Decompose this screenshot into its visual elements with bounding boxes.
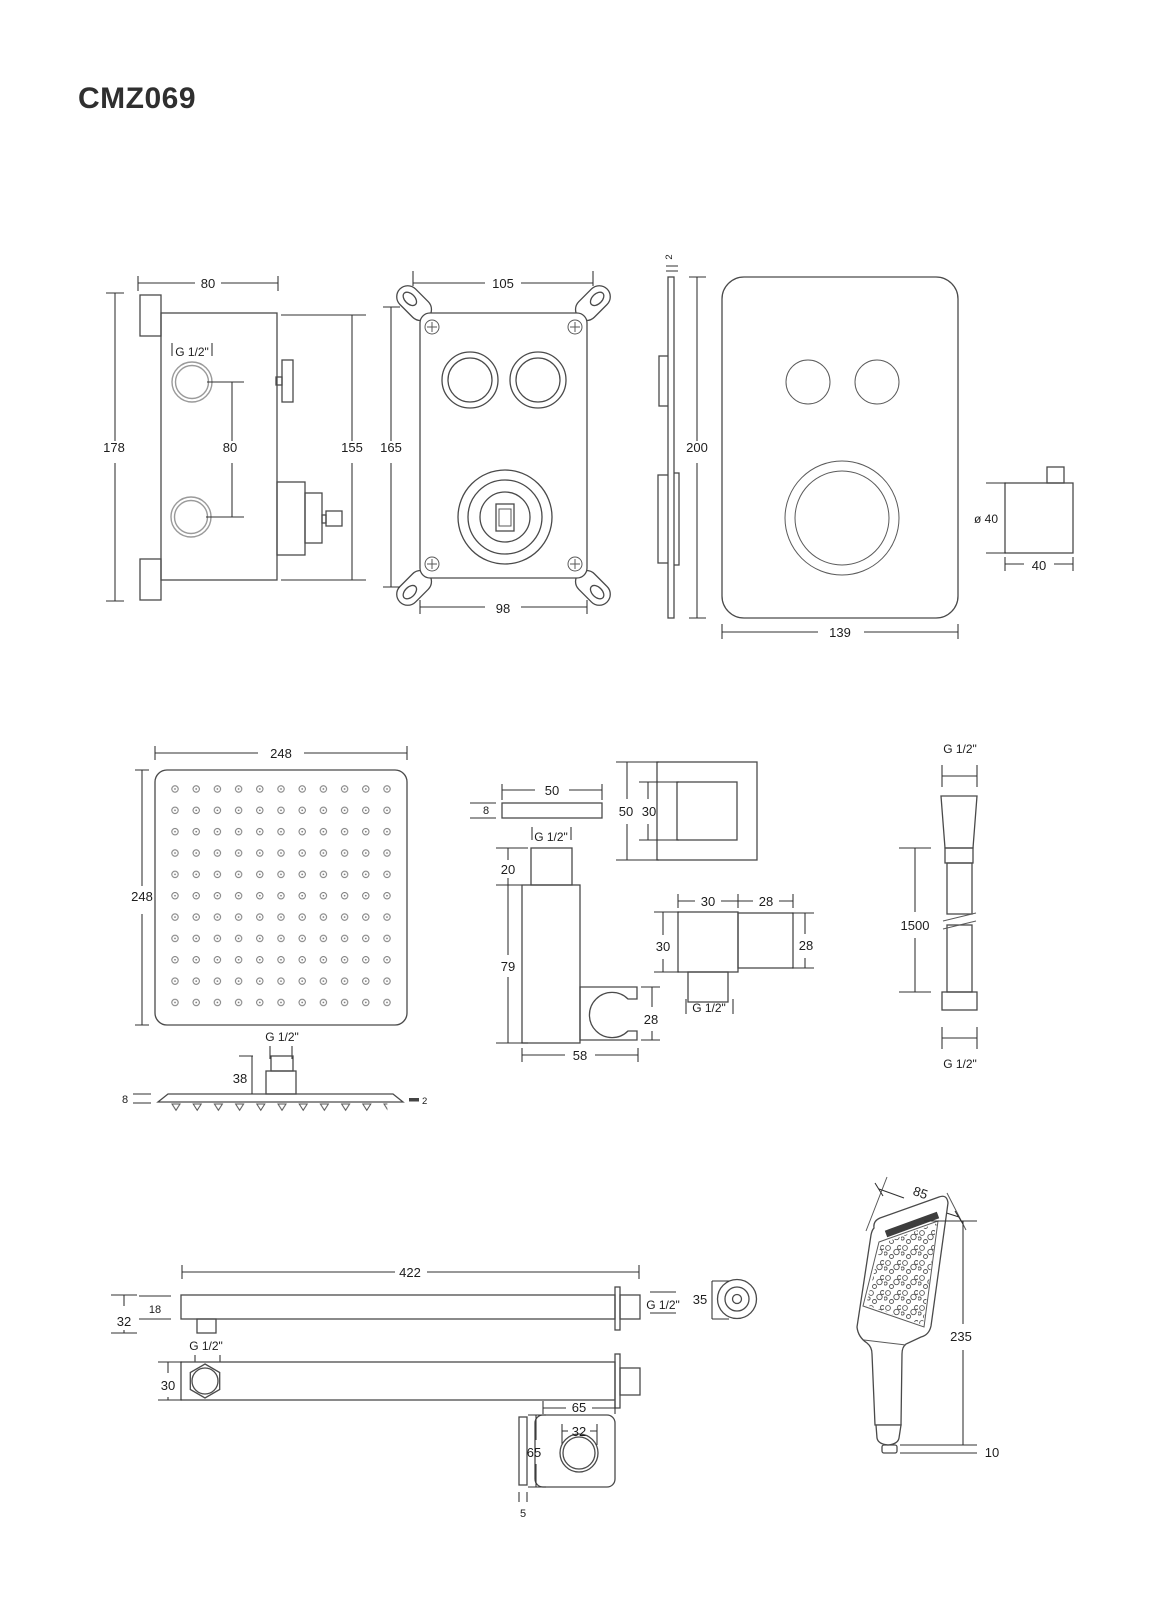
angle-elbow-view: 30 28 30 28 G 1/2" xyxy=(654,894,814,1015)
thread-label-hose-bottom: G 1/2" xyxy=(943,1057,977,1071)
thread-label-elbow: G 1/2" xyxy=(692,1001,726,1015)
dim-handshower-length: 235 xyxy=(950,1329,972,1344)
dim-mixer-width: 80 xyxy=(201,276,215,291)
shower-arm-end-view: 35 xyxy=(693,1278,758,1320)
shower-hose-view: G 1/2" 1500 G 1/2" xyxy=(899,742,978,1071)
dim-mixer-port-spacing: 80 xyxy=(223,440,237,455)
thread-label-mixer: G 1/2" xyxy=(175,345,209,359)
rainhead-face-view: 248 248 xyxy=(131,746,408,1026)
dim-roughin-height: 165 xyxy=(380,440,402,455)
dim-outlet-body-height: 79 xyxy=(501,959,515,974)
dim-arm-end-diameter: 35 xyxy=(693,1292,707,1307)
dim-faceplate-width: 139 xyxy=(829,625,851,640)
dim-outlet-thread-length: 20 xyxy=(501,862,515,877)
product-code: CMZ069 xyxy=(78,82,197,115)
dim-escutcheon-inner: 30 xyxy=(642,804,656,819)
wall-outlet-holder-view: 50 8 G 1/2" 20 79 28 58 xyxy=(470,783,660,1063)
dim-outlet-holder-height: 28 xyxy=(644,1012,658,1027)
dim-faceplate-thickness: 2 xyxy=(664,254,675,259)
thread-label-rainhead: G 1/2" xyxy=(265,1030,299,1044)
dim-rainhead-width: 248 xyxy=(270,746,292,761)
shower-arm-side-view: 422 32 18 G 1/2" xyxy=(111,1265,680,1334)
dim-arm-height: 32 xyxy=(117,1314,131,1329)
dim-rainhead-stem: 38 xyxy=(233,1071,247,1086)
dim-knob-depth: 40 xyxy=(1032,558,1046,573)
dim-flange-width: 65 xyxy=(572,1400,586,1415)
thread-label-arm-top: G 1/2" xyxy=(189,1339,223,1353)
shower-arm-top-view: G 1/2" 30 xyxy=(158,1339,641,1409)
dim-handshower-cap: 10 xyxy=(985,1445,999,1460)
faceplate-views: 2 200 139 xyxy=(657,254,959,640)
rainhead-side-view: G 1/2" 38 8 2 xyxy=(122,1030,427,1112)
mixer-valve-side-view: 80 178 G 1/2" 80 155 xyxy=(103,276,366,602)
dim-elbow-side: 28 xyxy=(799,938,813,953)
hand-shower-view: 85 235 10 xyxy=(856,1176,999,1460)
dim-arm-length: 422 xyxy=(399,1265,421,1280)
dim-flange-hole: 32 xyxy=(572,1424,586,1439)
wall-flange-detail: 65 32 65 5 xyxy=(518,1400,616,1520)
knob-detail: ø 40 40 xyxy=(974,466,1074,573)
dim-arm-bar: 18 xyxy=(149,1304,161,1316)
dim-roughin-inner-width: 98 xyxy=(496,601,510,616)
thread-label-outlet: G 1/2" xyxy=(534,830,568,844)
thread-label-arm-side: G 1/2" xyxy=(646,1298,680,1312)
dim-mixer-body-height: 155 xyxy=(341,440,363,455)
dim-elbow-depth: 28 xyxy=(759,894,773,909)
dim-rainhead-edge: 8 xyxy=(122,1094,128,1106)
dim-faceplate-height: 200 xyxy=(686,440,708,455)
dim-rainhead-height: 248 xyxy=(131,889,153,904)
dim-outlet-plate-width: 50 xyxy=(545,783,559,798)
mounting-screws xyxy=(424,319,583,572)
dim-mixer-height: 178 xyxy=(103,440,125,455)
thread-label-hose-top: G 1/2" xyxy=(943,742,977,756)
dim-hose-length: 1500 xyxy=(901,918,930,933)
dim-handshower-width: 85 xyxy=(911,1183,930,1202)
dim-arm-top-width: 30 xyxy=(161,1378,175,1393)
dim-flange-thickness: 5 xyxy=(520,1508,526,1520)
dim-escutcheon-outer: 50 xyxy=(619,804,633,819)
dim-outlet-plate-thickness: 8 xyxy=(483,805,489,817)
dim-elbow-height: 30 xyxy=(656,939,670,954)
dim-roughin-width: 105 xyxy=(492,276,514,291)
dim-outlet-body-width: 58 xyxy=(573,1048,587,1063)
dim-knob-diameter: ø 40 xyxy=(974,512,998,526)
roughin-box-front-view: 105 165 98 xyxy=(380,271,611,616)
dim-elbow-width: 30 xyxy=(701,894,715,909)
dim-rainhead-plate: 2 xyxy=(422,1096,427,1107)
escutcheon-view: 50 30 xyxy=(616,761,758,861)
dim-flange-height: 65 xyxy=(527,1445,541,1460)
